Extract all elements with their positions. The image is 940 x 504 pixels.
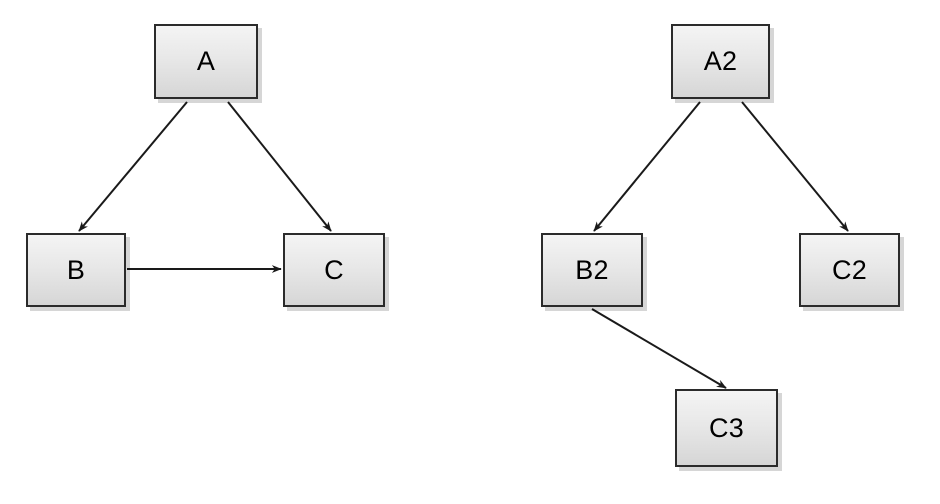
edge-a-b[interactable] bbox=[78, 101, 188, 232]
node-label: C bbox=[324, 254, 344, 285]
node-label: C2 bbox=[832, 254, 867, 285]
node-label: B2 bbox=[575, 254, 609, 285]
node-label: B bbox=[66, 254, 86, 285]
edges-group bbox=[78, 101, 849, 389]
node-c2[interactable]: C2 bbox=[799, 233, 900, 307]
node-c3[interactable]: C3 bbox=[675, 389, 778, 467]
node-label: A bbox=[196, 46, 216, 76]
edge-a2-b2[interactable] bbox=[593, 101, 701, 232]
node-a2[interactable]: A2 bbox=[671, 24, 770, 99]
node-label: A2 bbox=[703, 46, 738, 76]
edge-a2-c2[interactable] bbox=[741, 101, 849, 232]
node-c[interactable]: C bbox=[283, 233, 385, 307]
node-b[interactable]: B bbox=[26, 233, 126, 307]
edge-a-c[interactable] bbox=[227, 101, 332, 232]
node-b2[interactable]: B2 bbox=[541, 233, 643, 307]
node-a[interactable]: A bbox=[154, 24, 258, 99]
node-label: C3 bbox=[709, 412, 744, 443]
edge-b2-c3[interactable] bbox=[591, 308, 727, 389]
